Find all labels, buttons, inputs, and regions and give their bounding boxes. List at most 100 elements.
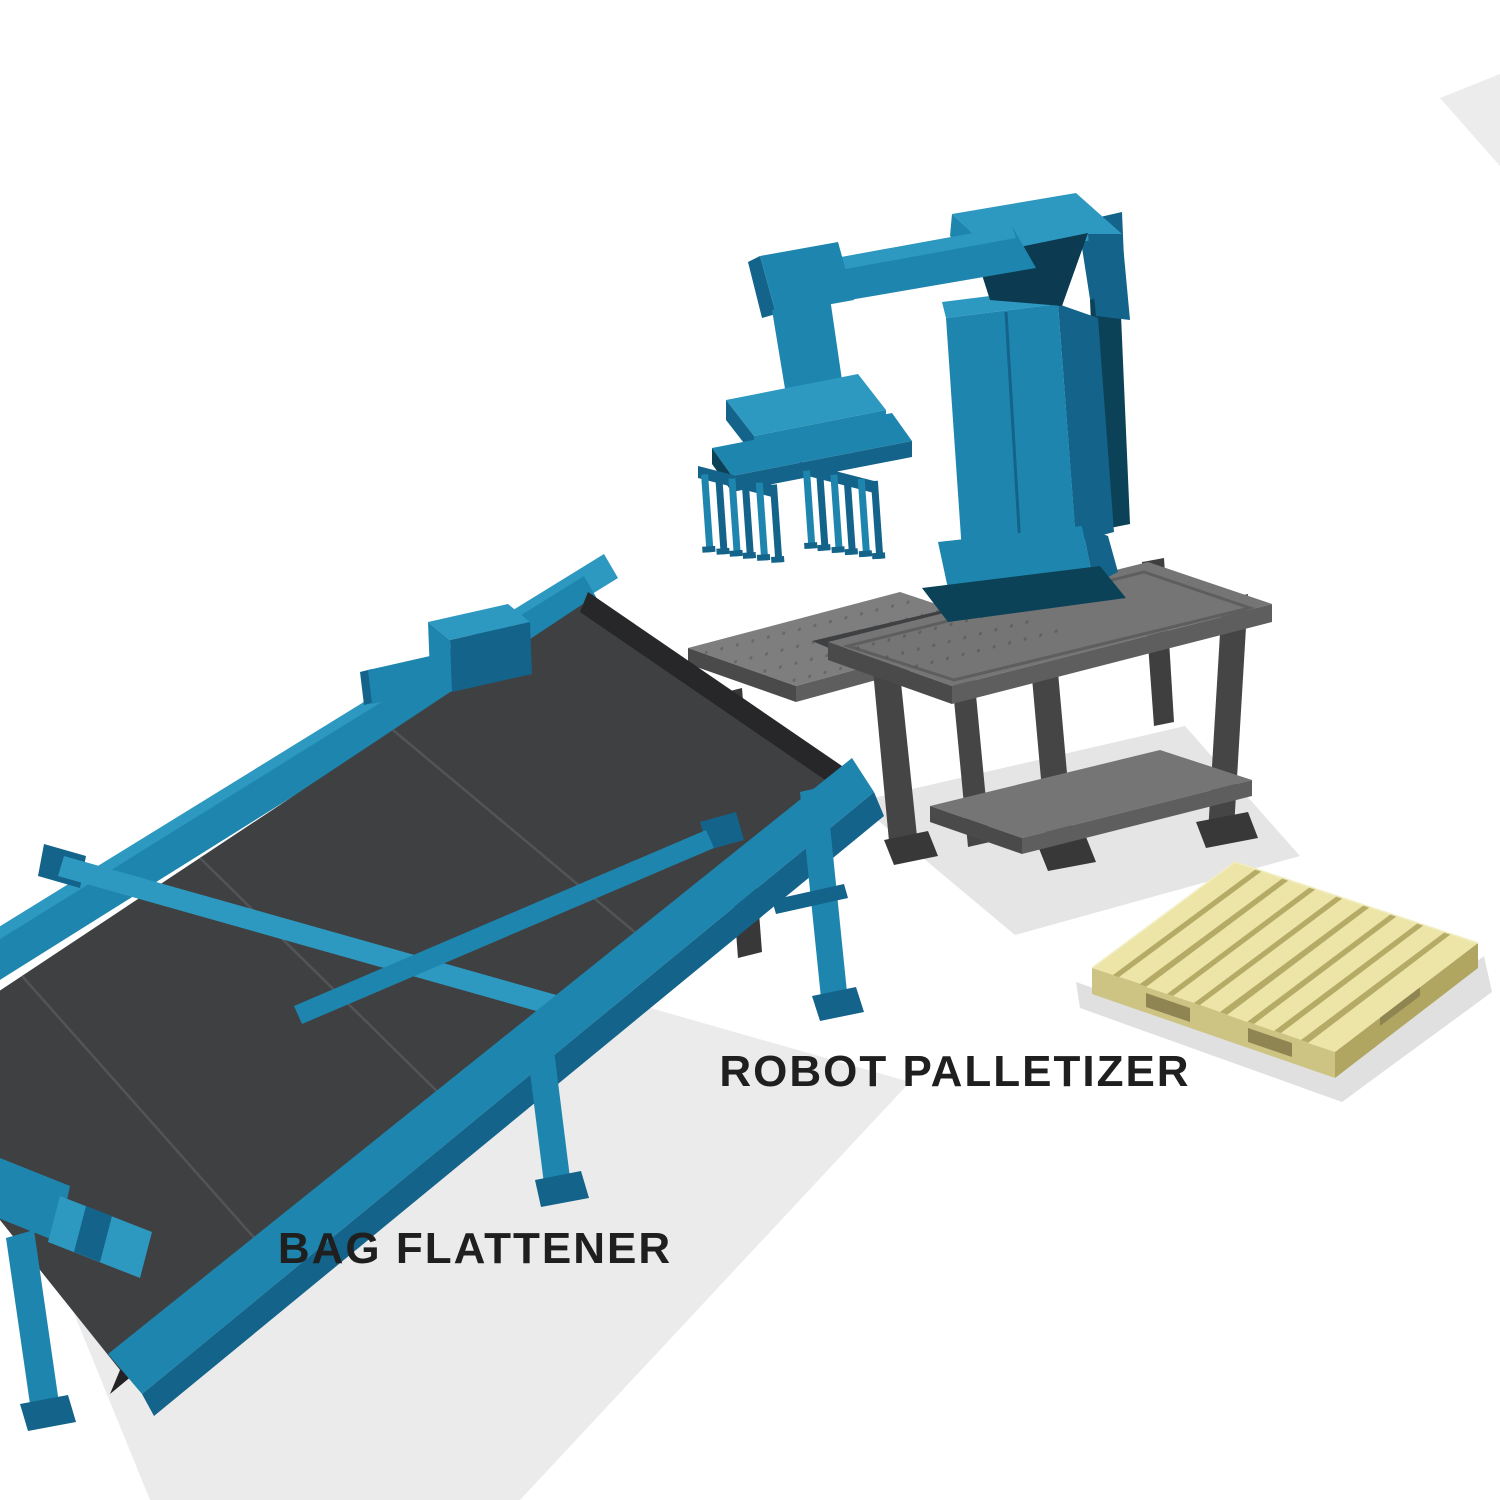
shelf-edge: [1022, 780, 1252, 854]
conveyor-brace: [772, 884, 848, 914]
table-top: [828, 562, 1272, 704]
shoulder-link: [1088, 234, 1130, 320]
gripper-tine: [870, 480, 884, 559]
table-foot: [884, 831, 938, 865]
gripper-tine: [755, 482, 769, 561]
drive-motor: [360, 604, 532, 705]
gripper-tine: [728, 478, 741, 557]
gripper-head-top: [726, 374, 886, 436]
gripper-tines-front: [701, 474, 785, 563]
gripper-tine: [843, 476, 856, 555]
wooden-pallet: [1091, 860, 1479, 1078]
upper-arm: [814, 226, 1036, 302]
floor-shadow-pallet: [1076, 956, 1492, 1102]
gripper-tine: [803, 470, 816, 549]
tine-foot: [817, 544, 831, 552]
table-foot: [1196, 812, 1258, 848]
gripper-plate-side: [732, 441, 912, 492]
elbow-side: [748, 256, 776, 318]
pallet-side-gap: [1248, 1028, 1292, 1057]
robot-column-seam: [1004, 311, 1022, 547]
floor-shadow-conveyor: [40, 1005, 910, 1500]
tabletop-edge: [952, 604, 1272, 704]
tine-foot: [871, 552, 886, 560]
motor-shaft: [368, 656, 434, 704]
hold-down-bar: [58, 856, 560, 1016]
tail-roller-band: [74, 1206, 112, 1262]
conveyor-legs: [527, 786, 864, 1207]
pallet-side-gap: [1146, 993, 1190, 1022]
motor-housing-side: [450, 622, 532, 692]
motor-housing-front: [428, 622, 452, 692]
tine-foot: [858, 550, 873, 558]
pallet-top-slats: [1092, 862, 1478, 1052]
tine-foot: [729, 549, 743, 557]
robot-palletizer: [698, 193, 1130, 622]
tine-foot: [771, 556, 785, 563]
pallet-slat: [1173, 889, 1337, 1003]
pallet-slat: [1308, 934, 1478, 1052]
platform-edge: [688, 648, 796, 702]
tine-foot: [716, 547, 730, 555]
conveyor-belt-surface: [0, 598, 846, 1370]
tabletop-edge: [828, 642, 952, 704]
belt-seam: [199, 857, 448, 1102]
tine-foot: [742, 552, 757, 559]
pallet-slat: [1254, 916, 1418, 1031]
forearm: [772, 298, 844, 407]
belt-seam: [392, 729, 644, 940]
tail-foot: [20, 1395, 76, 1431]
bag-flattener-conveyor: [0, 554, 884, 1431]
gripper-tine: [715, 476, 728, 555]
gripper-tines-rear: [803, 470, 886, 560]
pallet-slat: [1146, 880, 1310, 994]
tail-leg: [6, 1230, 60, 1418]
shelf-top: [930, 750, 1252, 838]
tine-foot: [702, 545, 716, 553]
label-robot-palletizer: ROBOT PALLETIZER: [719, 1047, 1190, 1096]
table-leg: [872, 654, 918, 852]
tabletop-grid-texture: [838, 606, 1068, 672]
label-bag-flattener: BAG FLATTENER: [278, 1224, 672, 1273]
pallet-slat: [1227, 907, 1391, 1022]
conveyor-rail-near: [108, 758, 874, 1394]
robot-gripper: [698, 374, 912, 563]
elbow: [760, 242, 854, 314]
gripper-tine: [769, 484, 783, 563]
pallet-slat: [1119, 871, 1283, 984]
gripper-tine: [741, 480, 755, 559]
robot-column-side: [1058, 304, 1114, 542]
tine-foot: [804, 542, 818, 549]
robot-column-front: [946, 304, 1076, 552]
pallet-slat: [1200, 898, 1364, 1012]
table-shelf: [930, 750, 1252, 854]
gripper-plate-top: [712, 413, 912, 476]
conveyor-foot: [535, 1171, 589, 1207]
gripper-tine: [816, 472, 829, 551]
robot-table: [828, 558, 1272, 871]
pallet-slat: [1281, 925, 1445, 1040]
shelf-edge: [930, 806, 1022, 854]
robot-base-plate: [922, 566, 1126, 622]
hold-down-bracket: [700, 812, 744, 850]
gripper-tine: [701, 474, 714, 553]
conveyor-rail-near-underside: [142, 792, 884, 1416]
conveyor-leg: [527, 1042, 571, 1192]
tine-foot: [844, 548, 858, 556]
pallet-top-highlight: [1091, 860, 1479, 969]
gripper-tine: [830, 474, 843, 553]
gripper-tine: [857, 478, 871, 557]
belt-seam: [21, 975, 266, 1251]
upper-arm-highlight: [814, 226, 1016, 274]
pallet-slat: [1092, 862, 1256, 975]
tine-foot: [756, 554, 771, 561]
tail-pulley-assembly: [0, 1158, 152, 1431]
conveyor-head-pulley: [580, 592, 842, 786]
background-artifact: [1440, 74, 1500, 166]
pallet-side-right: [1335, 943, 1478, 1078]
conveyor-foot: [812, 987, 864, 1021]
tail-block: [0, 1158, 70, 1242]
hold-down-bar: [294, 830, 714, 1024]
